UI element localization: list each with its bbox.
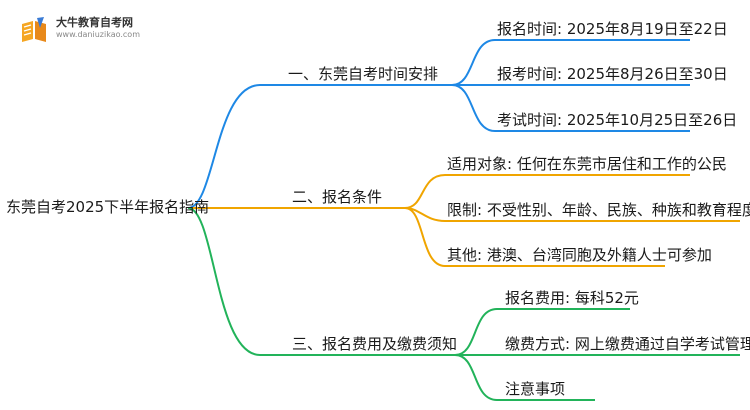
- connector-b2-leaf3: [404, 207, 665, 267]
- connector-b1-leaf1: [451, 39, 690, 86]
- branch-schedule: 一、东莞自考时间安排: [288, 65, 439, 83]
- branch-fees: 三、报名费用及缴费须知: [292, 335, 458, 353]
- watermark-url: www.daniuzikao.com: [56, 30, 140, 39]
- connector-b1-leaf3: [451, 84, 690, 132]
- connector-b2-leaf1: [404, 174, 690, 209]
- watermark-brand: 大牛教育自考网: [56, 16, 133, 29]
- leaf-application-time: 报考时间: 2025年8月26日至30日: [497, 65, 728, 83]
- connector-b3-leaf1: [454, 308, 630, 356]
- leaf-payment-method: 缴费方式: 网上缴费通过自学考试管理系统: [505, 335, 750, 353]
- book-pen-logo-icon: [22, 17, 46, 42]
- connector-root-b3: [187, 207, 455, 356]
- leaf-others: 其他: 港澳、台湾同胞及外籍人士可参加: [447, 246, 712, 264]
- connector-b3-leaf3: [454, 354, 595, 401]
- branch-conditions: 二、报名条件: [292, 188, 383, 206]
- root-node: 东莞自考2025下半年报名指南: [6, 198, 210, 216]
- leaf-fee-amount: 报名费用: 每科52元: [505, 289, 639, 307]
- leaf-restrictions: 限制: 不受性别、年龄、民族、种族和教育程度限制: [447, 201, 750, 219]
- leaf-notes: 注意事项: [505, 380, 566, 398]
- leaf-registration-time: 报名时间: 2025年8月19日至22日: [497, 20, 728, 38]
- connector-root-b1: [187, 84, 452, 209]
- leaf-exam-time: 考试时间: 2025年10月25日至26日: [497, 111, 738, 129]
- leaf-eligible-people: 适用对象: 任何在东莞市居住和工作的公民: [447, 155, 727, 173]
